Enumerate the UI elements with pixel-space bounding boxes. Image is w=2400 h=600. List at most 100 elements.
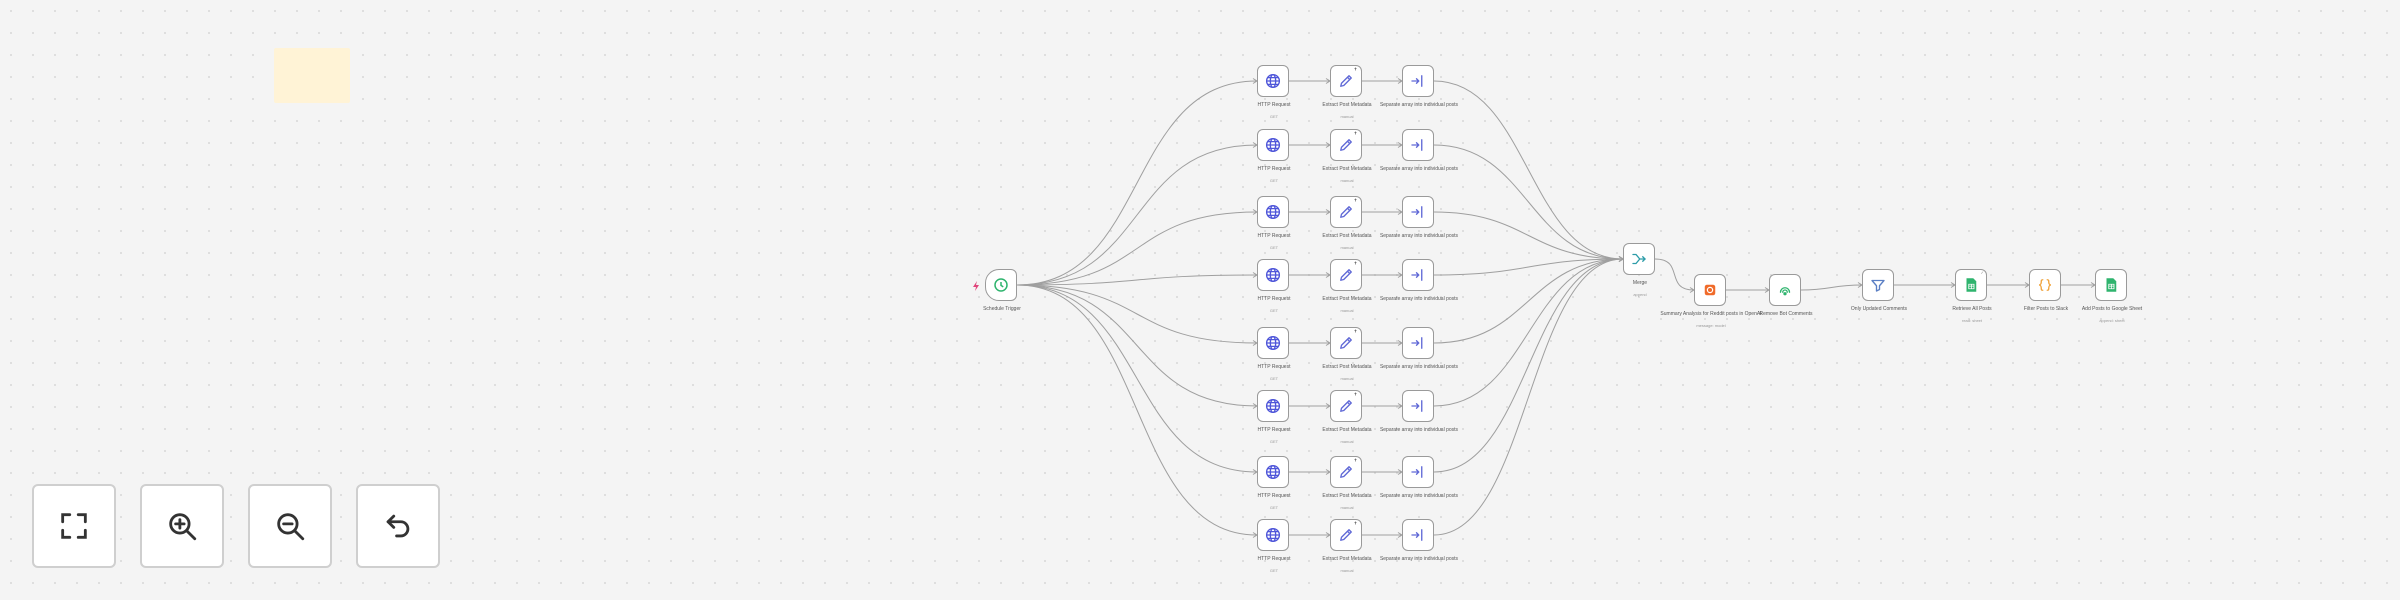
sticky-note[interactable]: [274, 48, 350, 103]
pin-icon: [1354, 329, 1357, 333]
tail-node-5[interactable]: Filter Posts to Slack: [2024, 269, 2068, 312]
connection-edge[interactable]: [1016, 284, 1258, 536]
split-out-node[interactable]: Separate array into individual posts: [1380, 129, 1458, 172]
connection-edge[interactable]: [1654, 258, 1695, 291]
node-label: Retrieve All Posts: [1952, 306, 1992, 312]
sheets-icon: [2106, 278, 2117, 292]
connection-edge[interactable]: [1016, 274, 1258, 286]
node-subtitle: manual: [1340, 376, 1354, 381]
zoom-out-button[interactable]: [248, 484, 332, 568]
trigger-bolt-icon: [973, 281, 979, 291]
node-label: Separate array into individual posts: [1379, 296, 1459, 302]
node-subtitle: message: model: [1696, 323, 1726, 328]
split-out-node[interactable]: Separate array into individual posts: [1380, 519, 1458, 562]
split-icon: [1411, 206, 1423, 218]
split-out-node[interactable]: Separate array into individual posts: [1380, 390, 1458, 433]
globe-icon: [1265, 137, 1281, 153]
node-label: Extract Post Metadata: [1322, 364, 1372, 370]
filter-icon: [1871, 279, 1885, 292]
split-out-node[interactable]: Separate array into individual posts: [1380, 259, 1458, 302]
node-label: Only Updated Comments: [1850, 306, 1908, 312]
openai-icon: [1704, 284, 1716, 296]
connection-edge[interactable]: [1433, 211, 1624, 260]
node-subtitle: GET: [1269, 568, 1279, 573]
connection-edge[interactable]: [1433, 258, 1624, 473]
pencil-icon: [1340, 400, 1352, 412]
node-label: HTTP Request: [1257, 427, 1291, 433]
connection-edge[interactable]: [1433, 144, 1624, 260]
zoom-out-icon: [277, 513, 305, 541]
globe-icon: [1265, 267, 1281, 283]
node-label: HTTP Request: [1257, 493, 1291, 499]
fit-view-button[interactable]: [32, 484, 116, 568]
pin-icon: [1354, 392, 1357, 396]
split-out-node[interactable]: Separate array into individual posts: [1380, 327, 1458, 370]
api-icon: [1779, 287, 1791, 296]
connection-edge[interactable]: [1433, 258, 1624, 276]
connection-edge[interactable]: [1016, 144, 1258, 286]
extract-metadata-node[interactable]: Extract Post Metadata manual: [1322, 327, 1372, 381]
node-label: HTTP Request: [1257, 166, 1291, 172]
connection-edge[interactable]: [1433, 258, 1624, 536]
node-subtitle: GET: [1269, 505, 1279, 510]
node-subtitle: manual: [1340, 114, 1354, 119]
split-out-node[interactable]: Separate array into individual posts: [1380, 65, 1458, 108]
node-label: Filter Posts to Slack: [2023, 306, 2069, 312]
pencil-icon: [1340, 337, 1352, 349]
split-icon: [1411, 466, 1423, 478]
node-subtitle: GET: [1269, 178, 1279, 183]
pencil-icon: [1340, 269, 1352, 281]
split-out-node[interactable]: Separate array into individual posts: [1380, 456, 1458, 499]
split-icon: [1411, 400, 1423, 412]
node-subtitle: manual: [1340, 178, 1354, 183]
node-subtitle: read: sheet: [1961, 318, 1982, 323]
node-subtitle: manual: [1340, 568, 1354, 573]
schedule-trigger-node[interactable]: Schedule Trigger: [973, 269, 1021, 312]
connection-edge[interactable]: [1016, 284, 1258, 407]
split-out-node[interactable]: Separate array into individual posts: [1380, 196, 1458, 239]
connection-edge[interactable]: [1800, 284, 1863, 291]
node-label: Separate array into individual posts: [1379, 166, 1459, 172]
connection-edge[interactable]: [1433, 258, 1624, 407]
connection-edge[interactable]: [1433, 80, 1624, 260]
node-label: Separate array into individual posts: [1379, 233, 1459, 239]
node-label: Separate array into individual posts: [1379, 427, 1459, 433]
reset-zoom-button[interactable]: [356, 484, 440, 568]
node-subtitle: GET: [1269, 114, 1279, 119]
extract-metadata-node[interactable]: Extract Post Metadata manual: [1322, 129, 1372, 183]
node-label: Extract Post Metadata: [1322, 166, 1372, 172]
zoom-in-button[interactable]: [140, 484, 224, 568]
connection-edge[interactable]: [1016, 284, 1258, 344]
connection-edge[interactable]: [1016, 80, 1258, 286]
pin-icon: [1354, 131, 1357, 135]
connection-edge[interactable]: [1433, 258, 1624, 344]
pencil-icon: [1340, 206, 1352, 218]
tail-node-3[interactable]: Only Updated Comments: [1851, 269, 1907, 312]
pin-icon: [1354, 261, 1357, 265]
node-subtitle: GET: [1269, 439, 1279, 444]
tail-node-2[interactable]: Remove Bot Comments: [1759, 274, 1813, 317]
split-icon: [1411, 269, 1423, 281]
connection-edge[interactable]: [1016, 284, 1258, 473]
split-icon: [1411, 75, 1423, 87]
connection-edge[interactable]: [1016, 211, 1258, 286]
tail-node-1[interactable]: Summary Analysis for Reddit posts in Ope…: [1660, 274, 1762, 328]
